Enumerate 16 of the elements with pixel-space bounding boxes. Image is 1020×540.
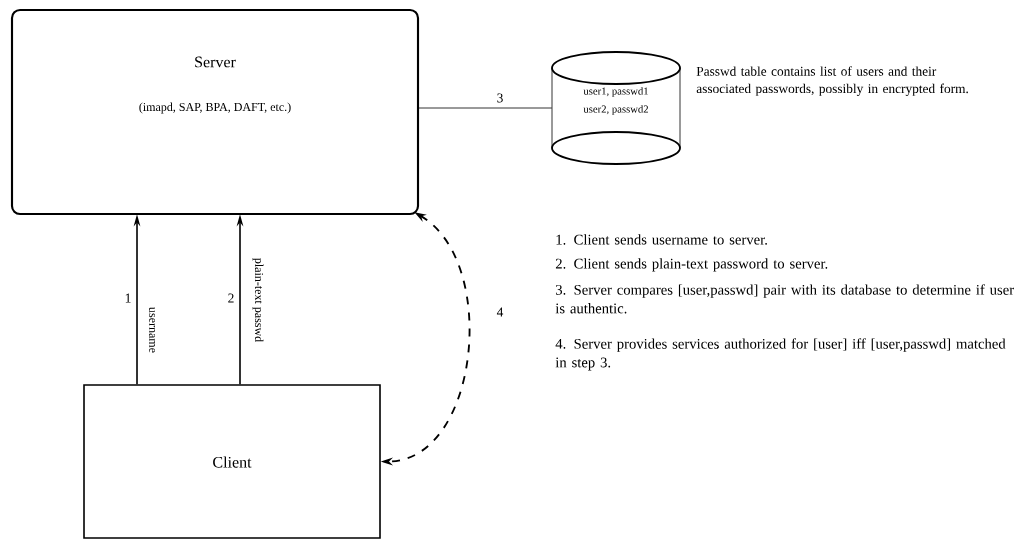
- client-box: Client: [83, 384, 381, 539]
- edge-label: 4: [495, 306, 505, 318]
- node-label: user1, passwd1: [583, 87, 648, 97]
- step-note: 1. Client sends username to server.: [556, 234, 767, 245]
- arrow-label: plain-text passwd: [252, 258, 264, 343]
- edge-label: 2: [226, 292, 236, 304]
- step-note: 4. Server provides services authorized for [user] iff [user,passwd] matched in step 3.: [555, 338, 1006, 371]
- table-note: Passwd table contains list of users and their associated passwords, possibly in encrypted form.: [696, 66, 968, 96]
- edge-label: 3: [495, 92, 505, 104]
- server-box: Server (imapd, SAP, BPA, DAFT, etc.): [10, 8, 420, 216]
- step-note: 2. Client sends plain-text password to server.: [555, 258, 828, 272]
- database-cylinder: user1, passwd1 user2, passwd2: [551, 51, 681, 165]
- step-note: 3. Server compares [user,passwd] pair with its database to determine if user is authentic.: [555, 284, 1014, 314]
- arrow-label: username: [149, 307, 155, 353]
- edge-label: 1: [123, 292, 133, 304]
- node-label: user2, passwd2: [583, 105, 649, 115]
